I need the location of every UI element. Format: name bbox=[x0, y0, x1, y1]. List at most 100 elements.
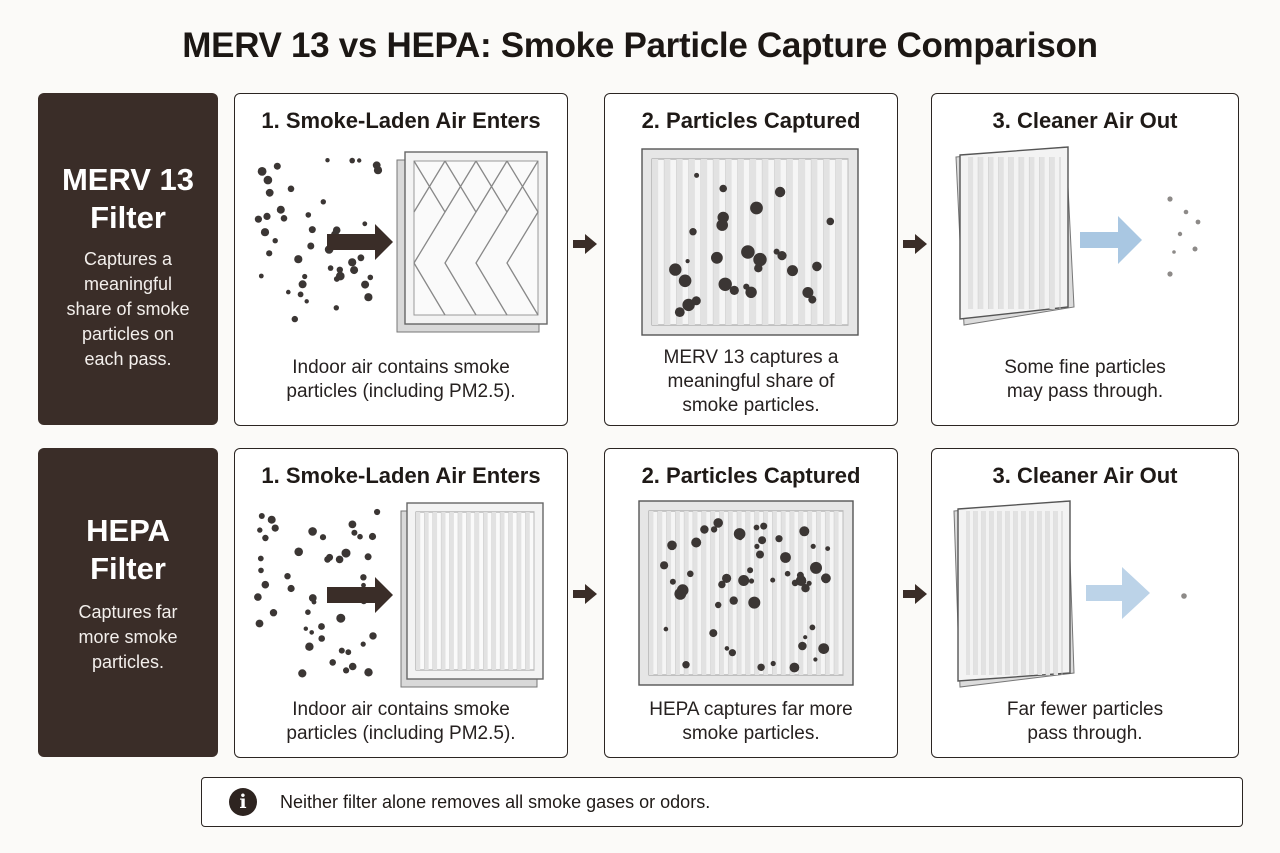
pleat bbox=[1029, 157, 1035, 309]
pleat bbox=[790, 511, 795, 675]
particle bbox=[320, 199, 326, 205]
pleat bbox=[982, 511, 986, 675]
escaping-particles-icon bbox=[1167, 196, 1201, 277]
particle bbox=[350, 266, 359, 275]
particle bbox=[669, 578, 676, 585]
pleat bbox=[491, 512, 497, 670]
pleat bbox=[449, 512, 454, 670]
particle bbox=[812, 261, 822, 272]
filter-name-line1: HEPA bbox=[86, 513, 170, 548]
particle bbox=[770, 577, 776, 583]
particle bbox=[258, 513, 265, 519]
particle bbox=[757, 663, 765, 671]
particle bbox=[291, 315, 298, 323]
pleat bbox=[750, 159, 757, 325]
step-title: 3. Cleaner Air Out bbox=[992, 463, 1178, 488]
particle bbox=[319, 534, 327, 541]
particle bbox=[715, 601, 722, 609]
merv13-step-cleaner-air: 3. Cleaner Air Out Some fine particles m… bbox=[931, 93, 1239, 426]
caption-line: HEPA captures far more bbox=[649, 699, 853, 720]
pleat bbox=[998, 157, 1004, 309]
pleated-filter-icon bbox=[400, 502, 544, 688]
particle bbox=[255, 619, 264, 628]
particle bbox=[349, 157, 355, 164]
particle bbox=[329, 659, 336, 666]
particles-captured-illustration bbox=[638, 500, 854, 686]
captured-particles-icon bbox=[660, 518, 831, 673]
pleat bbox=[1006, 511, 1010, 675]
particle bbox=[809, 624, 816, 631]
particle bbox=[748, 578, 755, 584]
pleat bbox=[713, 159, 720, 325]
particle bbox=[304, 299, 309, 304]
particle bbox=[760, 522, 768, 530]
particle bbox=[806, 580, 812, 586]
particle bbox=[741, 245, 755, 259]
air-enters-illustration bbox=[254, 151, 548, 333]
pleat bbox=[746, 511, 751, 675]
pleat bbox=[807, 511, 813, 675]
particle bbox=[258, 567, 264, 574]
pleat bbox=[666, 511, 672, 675]
pleat bbox=[517, 512, 522, 670]
particle bbox=[267, 515, 276, 524]
particle bbox=[341, 548, 351, 558]
particle bbox=[743, 283, 750, 290]
pleat bbox=[525, 512, 530, 670]
flow-arrow-icon bbox=[327, 577, 393, 613]
caption-line: smoke particles. bbox=[682, 395, 820, 416]
particle bbox=[276, 205, 285, 214]
particle bbox=[325, 158, 330, 163]
particle bbox=[308, 527, 317, 536]
caption-line: particles (including PM2.5). bbox=[286, 723, 516, 744]
pleat bbox=[811, 159, 818, 325]
particle bbox=[770, 660, 776, 667]
pleat bbox=[701, 159, 708, 325]
particle bbox=[801, 584, 810, 593]
pleat bbox=[816, 511, 821, 675]
particle bbox=[364, 293, 373, 302]
pleat bbox=[1019, 157, 1025, 309]
clean-air-arrow-icon bbox=[1080, 216, 1142, 264]
particle bbox=[798, 641, 807, 651]
filter-name-line2: Filter bbox=[90, 200, 166, 235]
particle bbox=[257, 527, 263, 533]
particle bbox=[361, 582, 366, 588]
particle bbox=[294, 255, 303, 264]
particle bbox=[272, 238, 278, 244]
particle bbox=[305, 212, 312, 218]
step-caption: MERV 13 captures a meaningful share of s… bbox=[611, 346, 891, 418]
description-line: particles on bbox=[81, 324, 175, 344]
particle bbox=[332, 226, 341, 234]
step-caption: Some fine particles may pass through. bbox=[938, 356, 1232, 404]
particle bbox=[775, 535, 783, 543]
page-title: MERV 13 vs HEPA: Smoke Particle Capture … bbox=[182, 26, 1098, 65]
particle bbox=[810, 561, 822, 574]
pleat bbox=[693, 511, 698, 675]
particle bbox=[362, 221, 368, 227]
particle bbox=[357, 533, 363, 540]
pleat bbox=[458, 512, 463, 670]
pleat bbox=[466, 512, 471, 670]
pleat bbox=[988, 157, 994, 309]
pleat bbox=[737, 159, 744, 325]
caption-line: meaningful share of bbox=[667, 371, 835, 392]
merv13-label-panel: MERV 13 Filter Captures a meaningful sha… bbox=[38, 93, 218, 425]
caption-line: particles (including PM2.5). bbox=[286, 381, 516, 402]
pleat bbox=[754, 511, 760, 675]
hepa-label-panel: HEPA Filter Captures far more smoke part… bbox=[38, 448, 218, 757]
pleat bbox=[1022, 511, 1026, 675]
particle bbox=[709, 629, 718, 638]
pleat bbox=[725, 159, 732, 325]
particle bbox=[787, 265, 798, 277]
caption-line: smoke particles. bbox=[682, 723, 820, 744]
step-connector-arrow-icon bbox=[573, 234, 597, 254]
pleat bbox=[1008, 157, 1014, 309]
description-line: more smoke bbox=[78, 627, 178, 647]
particle bbox=[318, 623, 325, 630]
note-text: Neither filter alone removes all smoke g… bbox=[280, 792, 711, 812]
pleat bbox=[835, 159, 842, 325]
step-title: 1. Smoke-Laden Air Enters bbox=[261, 463, 541, 488]
pleat bbox=[508, 512, 513, 670]
pleat bbox=[1054, 511, 1058, 675]
